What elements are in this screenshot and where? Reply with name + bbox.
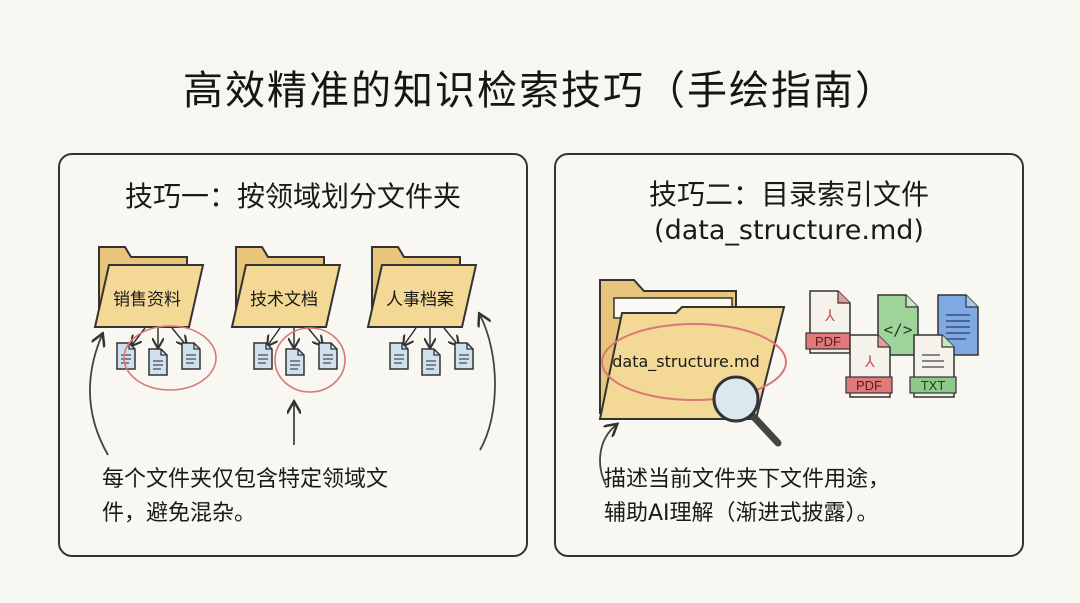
tip-one-description: 每个文件夹仅包含特定领域文 件，避免混杂。 (102, 467, 389, 526)
index-file-illustration: data_structure.md ⅄ PDF </> (598, 279, 979, 486)
highlight-circle (274, 327, 346, 393)
folder-hr-records: 人事档案 (367, 246, 477, 328)
curved-arrow-icon (480, 315, 496, 451)
pdf-icon: ⅄ PDF (845, 334, 893, 398)
index-folder: data_structure.md (598, 279, 787, 420)
svg-text:</>: </> (884, 320, 913, 339)
highlight-circle (601, 323, 787, 401)
code-icon: </> (877, 294, 919, 356)
doc-icon (148, 348, 168, 376)
tip-two-subtitle: (data_structure.md) (654, 215, 924, 246)
svg-text:TXT: TXT (921, 378, 946, 393)
magnifier-icon (712, 375, 782, 447)
pdf-icon: ⅄ PDF (805, 290, 851, 354)
tip-two-description: 描述当前文件夹下文件用途， 辅助AI理解（渐进式披露）。 (604, 467, 891, 526)
svg-text:⅄: ⅄ (824, 306, 835, 325)
tip-one-title: 技巧一：按领域划分文件夹 (124, 180, 461, 213)
domain-folders-illustration: 销售资料 技术文档 人事档案 (89, 246, 496, 456)
curved-arrow-icon (89, 335, 109, 456)
svg-text:PDF: PDF (856, 378, 882, 393)
txt-icon: TXT (909, 334, 957, 398)
svg-text:PDF: PDF (815, 334, 841, 349)
folder-label: 销售资料 (113, 290, 181, 310)
folder-tech-docs: 技术文档 (231, 246, 341, 328)
folder-sales: 销售资料 (94, 246, 204, 328)
tip-one-panel: 技巧一：按领域划分文件夹 销售资料 (58, 153, 528, 557)
svg-text:⅄: ⅄ (864, 352, 875, 371)
folder-label: 人事档案 (386, 290, 454, 310)
page-title: 高效精准的知识检索技巧（手绘指南） (183, 68, 897, 114)
highlight-circle (123, 325, 217, 391)
folder-label: 技术文档 (250, 290, 318, 310)
doc-icon (181, 342, 201, 370)
tip-two-panel: 技巧二：目录索引文件 (data_structure.md) data_stru… (554, 153, 1024, 557)
tip-two-title: 技巧二：目录索引文件 (648, 178, 929, 211)
folder-label: data_structure.md (612, 352, 759, 372)
curved-arrow-icon (599, 425, 616, 486)
